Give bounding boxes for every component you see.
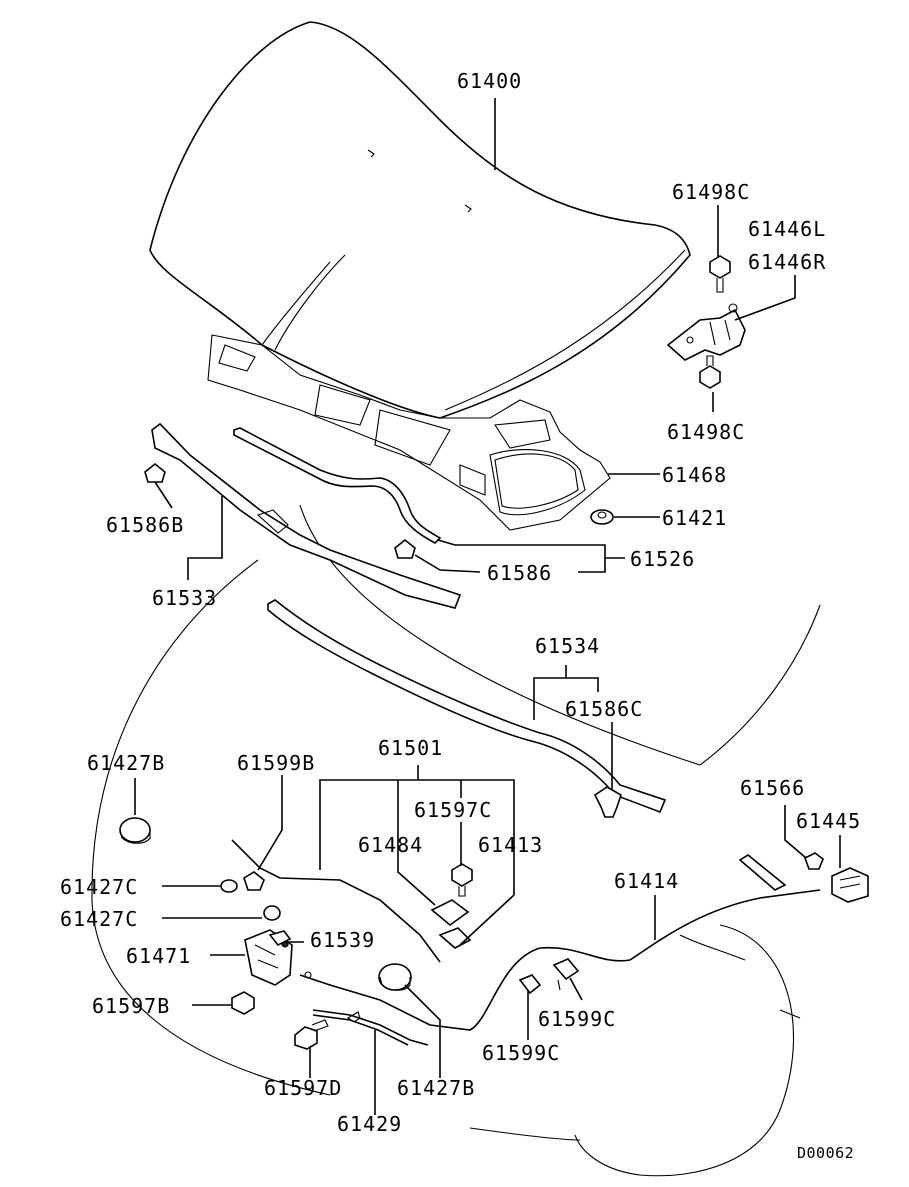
callout-labels: 61400 61498C 61446L 61446R 61498C 61468 …: [60, 69, 861, 1162]
callout-bolt-61597b: 61597B: [92, 994, 170, 1018]
hinge-bolt-top: [709, 255, 731, 293]
cushion-61427b-right: [378, 963, 412, 991]
callout-clip-61586b: 61586B: [106, 513, 184, 537]
screw-61566: [804, 852, 824, 870]
rear-seal-61534: [267, 599, 667, 814]
part-61413: [438, 927, 472, 949]
callout-seal-61534: 61534: [535, 634, 600, 658]
callout-bolt-61597d: 61597D: [264, 1076, 342, 1100]
callout-cushion-61427c-top: 61427C: [60, 875, 138, 899]
prop-rod: [312, 1009, 429, 1046]
clip-61599c-left: [518, 974, 542, 995]
cushion-61427b-left: [119, 817, 151, 844]
hood-hinge: [666, 303, 746, 361]
part-61484: [430, 899, 470, 927]
callout-clip-61599c-left: 61599C: [482, 1041, 560, 1065]
callout-hinge-right: 61446R: [748, 250, 826, 274]
hood-inner-frame: [207, 334, 611, 531]
callout-hood-insulator: 61468: [662, 463, 727, 487]
callout-part-61539: 61539: [310, 928, 375, 952]
callout-clip-61599b: 61599B: [237, 751, 315, 775]
callout-bolt-61597c: 61597C: [414, 798, 492, 822]
clip-61599c-right: [552, 958, 580, 991]
callout-weatherstrip: 61526: [630, 547, 695, 571]
callout-cushion-61427b-right: 61427B: [397, 1076, 475, 1100]
callout-clip-61586c: 61586C: [565, 697, 643, 721]
callout-clip-61586: 61586: [487, 561, 552, 585]
cushion-61427c-bottom: [263, 905, 281, 921]
callout-bumper-rubber: 61421: [662, 506, 727, 530]
clip-61586: [394, 538, 416, 559]
clip-61599b: [243, 871, 265, 891]
callout-hinge-bolt-top: 61498C: [672, 180, 750, 204]
callout-hood-panel: 61400: [457, 69, 522, 93]
callout-screw-61566: 61566: [740, 776, 805, 800]
callout-hinge-left: 61446L: [748, 217, 826, 241]
release-handle: [831, 867, 869, 903]
weatherstrip-61526: [233, 427, 442, 544]
callout-cable-assy: 61501: [378, 736, 443, 760]
bolt-61597b: [231, 991, 255, 1015]
bumper-rubber: [590, 509, 614, 525]
callout-prop-rod: 61429: [337, 1112, 402, 1136]
callout-seal-61533: 61533: [152, 586, 217, 610]
leader-lines: [134, 98, 841, 1115]
cushion-61427c-top: [220, 879, 238, 893]
hinge-bolt-bottom: [699, 355, 721, 389]
callout-clip-61599c-right: 61599C: [538, 1007, 616, 1031]
drawing-code: D00062: [797, 1144, 854, 1162]
callout-hinge-bolt-bottom: 61498C: [667, 420, 745, 444]
front-seal-61533: [151, 422, 462, 609]
callout-cushion-61427c-bottom: 61427C: [60, 907, 138, 931]
callout-part-61484: 61484: [358, 833, 423, 857]
callout-part-61413: 61413: [478, 833, 543, 857]
clip-61586b: [144, 462, 166, 483]
hood-panel: [149, 21, 691, 419]
callout-cushion-61427b-left: 61427B: [87, 751, 165, 775]
clip-61586c: [593, 786, 622, 818]
hood-insulator: [494, 453, 579, 509]
bolt-61597d: [294, 1019, 329, 1050]
bolt-61597c: [451, 863, 473, 897]
car-body-outline: [91, 504, 821, 1177]
callout-cable-61414: 61414: [614, 869, 679, 893]
callout-handle-61445: 61445: [796, 809, 861, 833]
callout-latch: 61471: [126, 944, 191, 968]
